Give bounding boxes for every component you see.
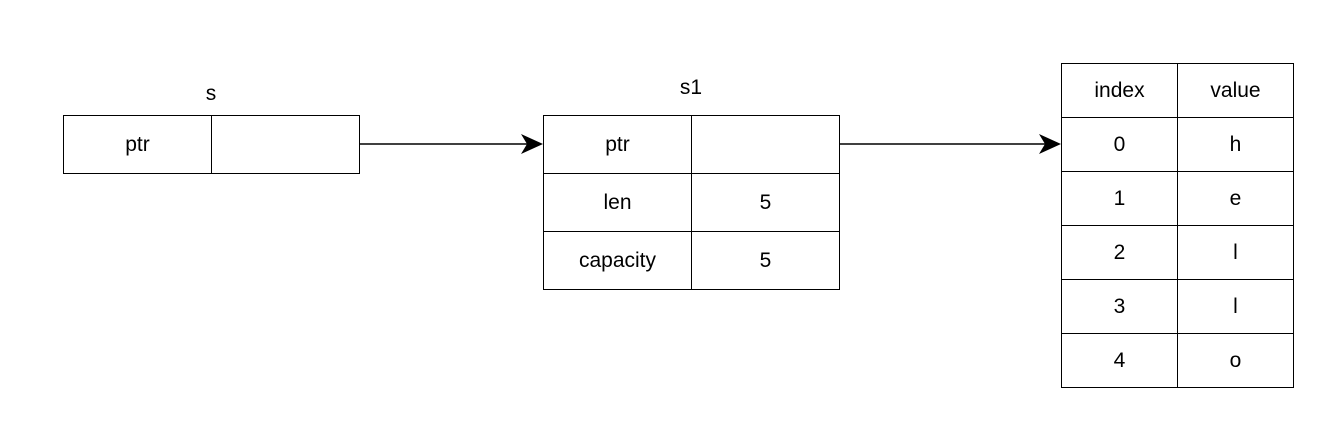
s1-len-label: len — [543, 173, 692, 232]
s1-capacity-label: capacity — [543, 231, 692, 290]
table-row: 3 l — [1061, 279, 1294, 334]
heap-index-cell: 3 — [1061, 279, 1178, 334]
table-row: 4 o — [1061, 333, 1294, 388]
heap-header-value: value — [1177, 63, 1294, 118]
heap-index-cell: 1 — [1061, 171, 1178, 226]
s1-title: s1 — [679, 76, 703, 99]
heap-header-row: index value — [1061, 63, 1294, 118]
heap-header-index: index — [1061, 63, 1178, 118]
s1-capacity-value: 5 — [691, 231, 840, 290]
s1-ptr-row: ptr — [543, 115, 840, 174]
s-ptr-label: ptr — [63, 115, 212, 174]
table-row: 1 e — [1061, 171, 1294, 226]
heap-value-cell: h — [1177, 117, 1294, 172]
s-title: s — [205, 82, 217, 105]
heap-value-cell: l — [1177, 279, 1294, 334]
table-row: 0 h — [1061, 117, 1294, 172]
s1-struct: ptr len 5 capacity 5 — [543, 115, 840, 290]
s-ptr-row: ptr — [63, 115, 360, 174]
s1-len-value: 5 — [691, 173, 840, 232]
heap-value-cell: o — [1177, 333, 1294, 388]
s1-ptr-label: ptr — [543, 115, 692, 174]
heap-value-cell: l — [1177, 225, 1294, 280]
arrow-s1-to-heap — [839, 134, 1061, 154]
s1-capacity-row: capacity 5 — [543, 231, 840, 290]
arrow-s-to-s1 — [359, 134, 543, 154]
heap-index-cell: 0 — [1061, 117, 1178, 172]
s1-len-row: len 5 — [543, 173, 840, 232]
s-ptr-value — [211, 115, 360, 174]
s-struct: ptr — [63, 115, 360, 174]
table-row: 2 l — [1061, 225, 1294, 280]
heap-index-cell: 4 — [1061, 333, 1178, 388]
heap-table: index value 0 h 1 e 2 l 3 l 4 o — [1061, 63, 1294, 388]
heap-value-cell: e — [1177, 171, 1294, 226]
s1-ptr-value — [691, 115, 840, 174]
